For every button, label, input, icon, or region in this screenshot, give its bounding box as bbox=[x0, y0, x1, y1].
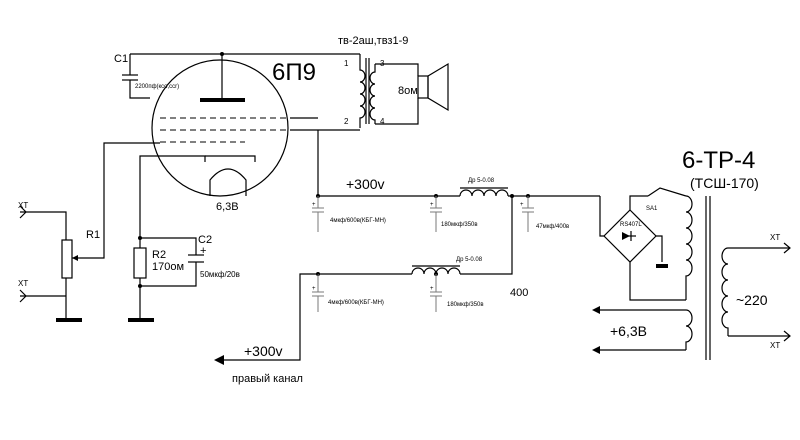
tube-6p9: 6П9 6,3В bbox=[139, 54, 316, 213]
tube-name: 6П9 bbox=[272, 59, 316, 86]
choke-bottom-label: Др 5-0.08 bbox=[456, 257, 483, 263]
cathode-bias: R2 170ом C2 + 50мкф/20в bbox=[128, 168, 240, 322]
pt-secondary-hv bbox=[685, 195, 693, 300]
svg-text:+: + bbox=[430, 202, 434, 208]
grid-wire bbox=[80, 142, 160, 259]
svg-text:+: + bbox=[312, 286, 316, 292]
supply-rail-label: +300v bbox=[346, 176, 385, 192]
power-transformer-name: 6-ТР-4 bbox=[682, 147, 755, 174]
heater-arrow-icon bbox=[592, 306, 600, 314]
right-channel-arrow-icon bbox=[214, 355, 224, 365]
input-top-wire bbox=[20, 211, 67, 240]
cap-d-value: 4мкф/600в(КБГ-МН) bbox=[328, 300, 384, 306]
r2-resistor bbox=[133, 247, 147, 279]
svg-text:XT: XT bbox=[770, 233, 780, 242]
speaker-impedance: 8ом bbox=[398, 85, 418, 97]
svg-text:+: + bbox=[520, 202, 524, 208]
r2-value: 170ом bbox=[152, 261, 184, 273]
fuse-sa1 bbox=[647, 187, 687, 197]
power-transformer: 6-ТР-4 (ТСШ-170) SA1 XT XT ~220 bbox=[646, 147, 791, 360]
svg-text:XT: XT bbox=[18, 279, 28, 288]
node-400-label: 400 bbox=[510, 287, 528, 299]
heater-output: +6,3В bbox=[592, 306, 686, 354]
right-channel-wire bbox=[224, 273, 318, 361]
svg-text:XT: XT bbox=[770, 341, 780, 350]
rectifier-model: RS407L bbox=[620, 222, 642, 228]
supply-bottom: 400 Др 5-0.08 + 4мкф/600в(КБГ-МН) + 180м… bbox=[214, 196, 528, 385]
b-plus-out-label: +300v bbox=[244, 343, 283, 359]
c2-value: 50мкф/20в bbox=[200, 270, 240, 279]
output-transformer: тв-2аш,твз1-9 1 2 3 4 bbox=[338, 35, 419, 128]
rectifier-bridge: RS407L bbox=[599, 195, 686, 301]
heater-label: 6,3В bbox=[216, 201, 239, 213]
cap-b-value: 180мкф/350в bbox=[441, 222, 478, 228]
mains-label: ~220 bbox=[736, 292, 768, 308]
cap-c-value: 47мкф/400в bbox=[536, 224, 569, 230]
ot-primary bbox=[359, 54, 366, 128]
fuse-label: SA1 bbox=[646, 206, 658, 212]
cap-a-value: 4мкф/600в(КБГ-МН) bbox=[330, 218, 386, 224]
c2-polarity: + bbox=[200, 245, 206, 257]
output-transformer-model: тв-2аш,твз1-9 bbox=[338, 35, 408, 47]
channel-label: правый канал bbox=[232, 373, 303, 385]
r1-ref: R1 bbox=[86, 229, 100, 241]
tube-heater bbox=[209, 168, 247, 196]
power-transformer-subtitle: (ТСШ-170) bbox=[690, 175, 759, 191]
svg-text:2: 2 bbox=[344, 117, 349, 126]
input-section: XT XT R1 bbox=[18, 142, 160, 322]
choke-top bbox=[459, 189, 509, 197]
svg-text:1: 1 bbox=[344, 59, 349, 68]
pt-primary bbox=[721, 247, 729, 336]
speaker: 8ом bbox=[398, 62, 449, 112]
svg-text:XT: XT bbox=[18, 201, 28, 210]
cap-e-value: 180мкф/350в bbox=[447, 302, 484, 308]
choke-top-label: Др 5-0.08 bbox=[468, 178, 495, 184]
speaker-icon bbox=[417, 75, 429, 99]
supply-top: +300v + 4мкф/600в(КБГ-МН) + 180мкф/350в … bbox=[290, 117, 600, 232]
svg-text:+: + bbox=[312, 202, 316, 208]
c1-capacitor: C1 2200пф(кco,ccr) bbox=[114, 53, 179, 99]
tube-cathode bbox=[139, 155, 206, 168]
c2-ref: C2 bbox=[198, 234, 212, 246]
tube-envelope bbox=[151, 59, 289, 197]
r1-potentiometer bbox=[61, 239, 73, 279]
svg-text:4: 4 bbox=[380, 117, 385, 126]
svg-text:+: + bbox=[430, 286, 434, 292]
ot-secondary bbox=[369, 64, 376, 124]
c1-ref: C1 bbox=[114, 53, 128, 65]
r2-ref: R2 bbox=[152, 249, 166, 261]
diode-icon bbox=[622, 232, 630, 240]
pt-secondary-heater bbox=[685, 309, 693, 350]
heater-output-label: +6,3В bbox=[610, 323, 647, 339]
c1-value: 2200пф(кco,ccr) bbox=[135, 84, 179, 90]
